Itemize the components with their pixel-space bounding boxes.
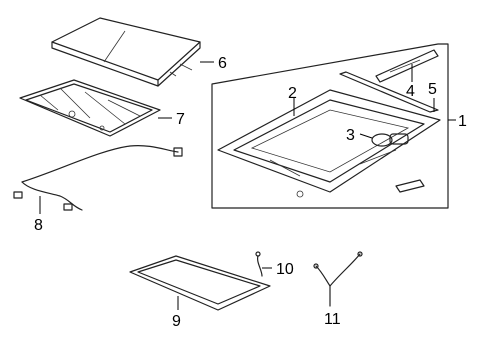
sunroof-motor-part[interactable] (371, 133, 409, 147)
drain-hose-front-part[interactable] (255, 251, 263, 277)
drain-hose-rear-part[interactable] (313, 251, 363, 307)
callout-4: 4 (406, 83, 415, 100)
leader-line-3 (359, 133, 373, 139)
callout-1: 1 (458, 113, 467, 130)
weatherstrip-seal-part[interactable] (129, 255, 271, 311)
wind-deflector-part[interactable] (375, 49, 439, 83)
bracket-part[interactable] (395, 179, 425, 193)
callout-9: 9 (172, 313, 181, 330)
callout-5: 5 (428, 81, 437, 98)
callout-10: 10 (276, 261, 294, 278)
callout-8: 8 (34, 217, 43, 234)
wiring-harness-part[interactable] (13, 145, 183, 214)
glass-panel-part[interactable] (51, 17, 201, 87)
callout-2: 2 (288, 85, 297, 102)
callout-6: 6 (218, 55, 227, 72)
callout-7: 7 (176, 111, 185, 128)
guide-rail-part[interactable] (339, 71, 439, 113)
sunroof-housing-box[interactable] (211, 43, 449, 209)
callout-11: 11 (324, 311, 341, 328)
sunroof-frame-part[interactable] (217, 89, 441, 198)
sunshade-part[interactable] (19, 79, 161, 137)
callout-3: 3 (346, 127, 355, 144)
